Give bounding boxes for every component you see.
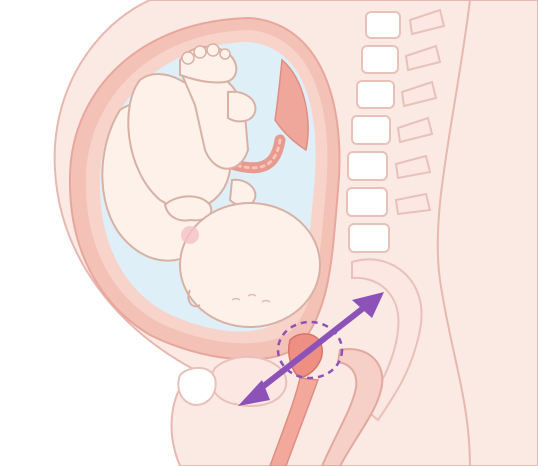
vertebra — [348, 152, 387, 180]
head-shape — [180, 203, 320, 327]
vertebra — [366, 12, 400, 38]
fetus-head — [180, 203, 320, 327]
pubic-bone — [178, 368, 215, 405]
vertebra — [349, 224, 389, 252]
vertebra — [352, 116, 390, 144]
cheek-blush — [181, 226, 199, 244]
vertebra — [357, 81, 394, 108]
vertebra — [362, 46, 398, 73]
vertebra — [347, 188, 387, 216]
